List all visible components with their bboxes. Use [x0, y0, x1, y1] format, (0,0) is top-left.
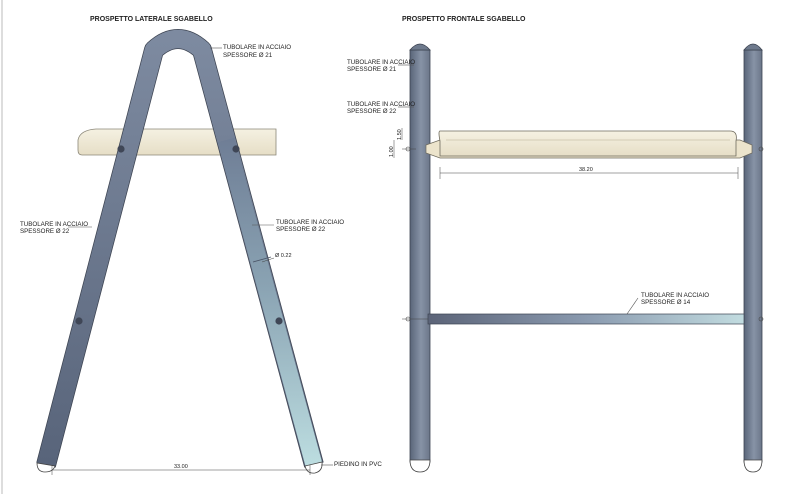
front-label-1-1: TUBOLARE IN ACCIAIO — [347, 59, 415, 66]
side-frame-tube — [36, 29, 324, 468]
side-label-left-1: TUBOLARE IN ACCIAIO — [20, 221, 88, 228]
svg-text:1.00: 1.00 — [389, 146, 395, 157]
side-view-title: PROSPETTO LATERALE SGABELLO — [90, 16, 213, 23]
side-label-top-2: SPESSORE Ø 21 — [223, 52, 273, 59]
svg-text:33.00: 33.00 — [174, 464, 188, 470]
side-width-dimension: 33.00 — [51, 464, 311, 475]
front-label-3-2: SPESSORE Ø 14 — [641, 299, 691, 306]
side-label-top-1: TUBOLARE IN ACCIAIO — [223, 44, 291, 51]
front-seat — [425, 130, 753, 159]
side-label-right-2: SPESSORE Ø 22 — [276, 226, 326, 233]
front-seat-width-dimension: 38.20 — [439, 167, 739, 179]
side-label-foot: PIEDINO IN PVC — [334, 461, 382, 468]
front-small-dimensions: 1.00 1.50 — [389, 128, 403, 158]
svg-text:1.50: 1.50 — [397, 129, 403, 140]
side-dim-diameter: Ø 0.22 — [275, 253, 292, 259]
side-seat — [77, 128, 277, 156]
front-left-tube — [409, 43, 431, 473]
front-label-2-2: SPESSORE Ø 22 — [347, 108, 397, 115]
front-label-1-2: SPESSORE Ø 21 — [347, 66, 397, 73]
side-label-left-2: SPESSORE Ø 22 — [20, 228, 70, 235]
side-bolt-holes — [75, 145, 283, 325]
svg-text:38.20: 38.20 — [579, 167, 593, 173]
front-label-3-1: TUBOLARE IN ACCIAIO — [641, 292, 709, 299]
front-label-2-1: TUBOLARE IN ACCIAIO — [347, 101, 415, 108]
front-view-title: PROSPETTO FRONTALE SGABELLO — [402, 16, 526, 23]
front-right-tube — [743, 43, 763, 473]
side-label-right-1: TUBOLARE IN ACCIAIO — [276, 219, 344, 226]
front-cross-bar — [402, 313, 764, 325]
